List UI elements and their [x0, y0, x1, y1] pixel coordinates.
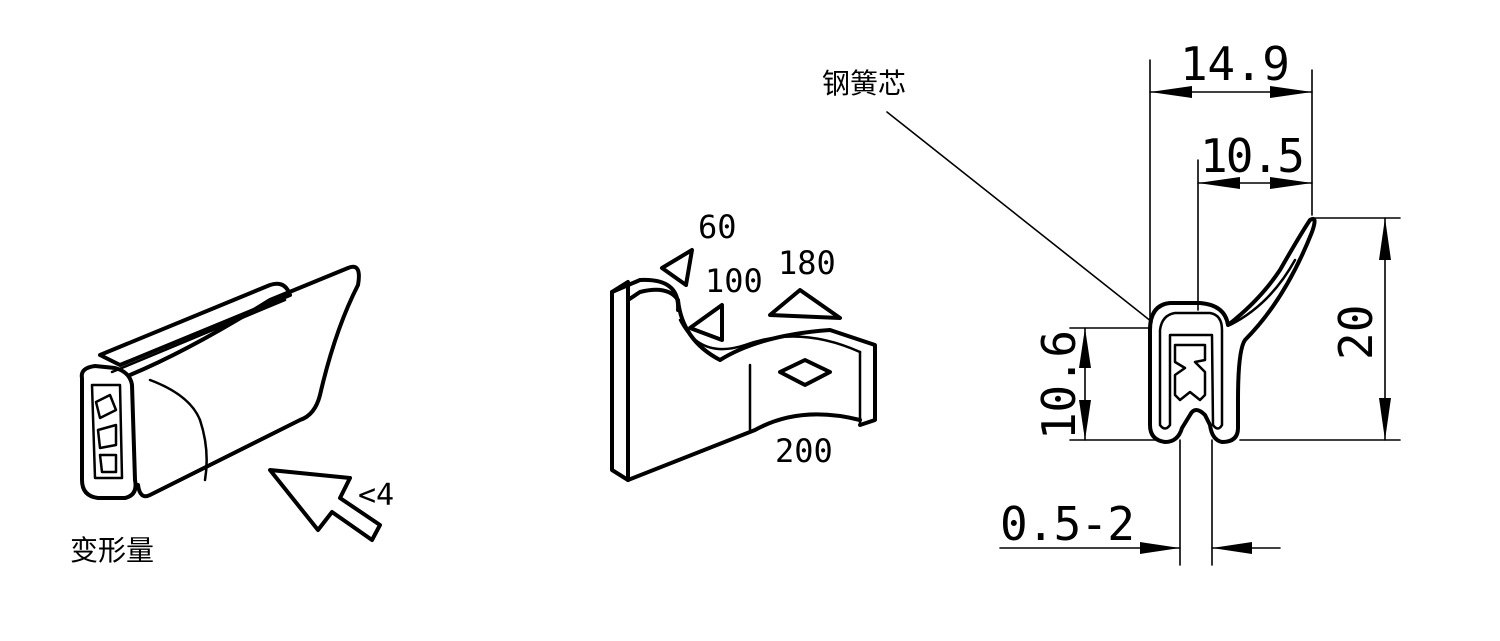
seal-isometric-view: [79, 264, 382, 542]
dimension-lines: [886, 59, 1401, 566]
angle-label-60: 60: [698, 208, 737, 246]
cross-section-view: [1148, 216, 1317, 444]
dimension-total-width: 14.9: [1180, 37, 1290, 91]
angle-label-200: 200: [775, 432, 833, 470]
deformation-value: <4: [358, 478, 394, 513]
label-steel-core: 钢簧芯: [822, 67, 906, 100]
deformation-arrow: [268, 468, 382, 542]
window-180: [768, 288, 842, 320]
dimension-body-height: 10.6: [1032, 330, 1086, 440]
label-deformation: 变形量: [70, 534, 154, 567]
dimension-total-height: 20: [1329, 305, 1383, 360]
window-60: [660, 248, 694, 287]
dimension-inner-width: 10.5: [1200, 129, 1305, 183]
dimension-clamp-range: 0.5-2: [1000, 497, 1135, 551]
angle-label-180: 180: [778, 244, 836, 282]
window-100: [688, 303, 724, 342]
window-200: [778, 358, 832, 387]
steel-core-clip-view: [610, 248, 877, 482]
angle-label-100: 100: [705, 262, 763, 300]
